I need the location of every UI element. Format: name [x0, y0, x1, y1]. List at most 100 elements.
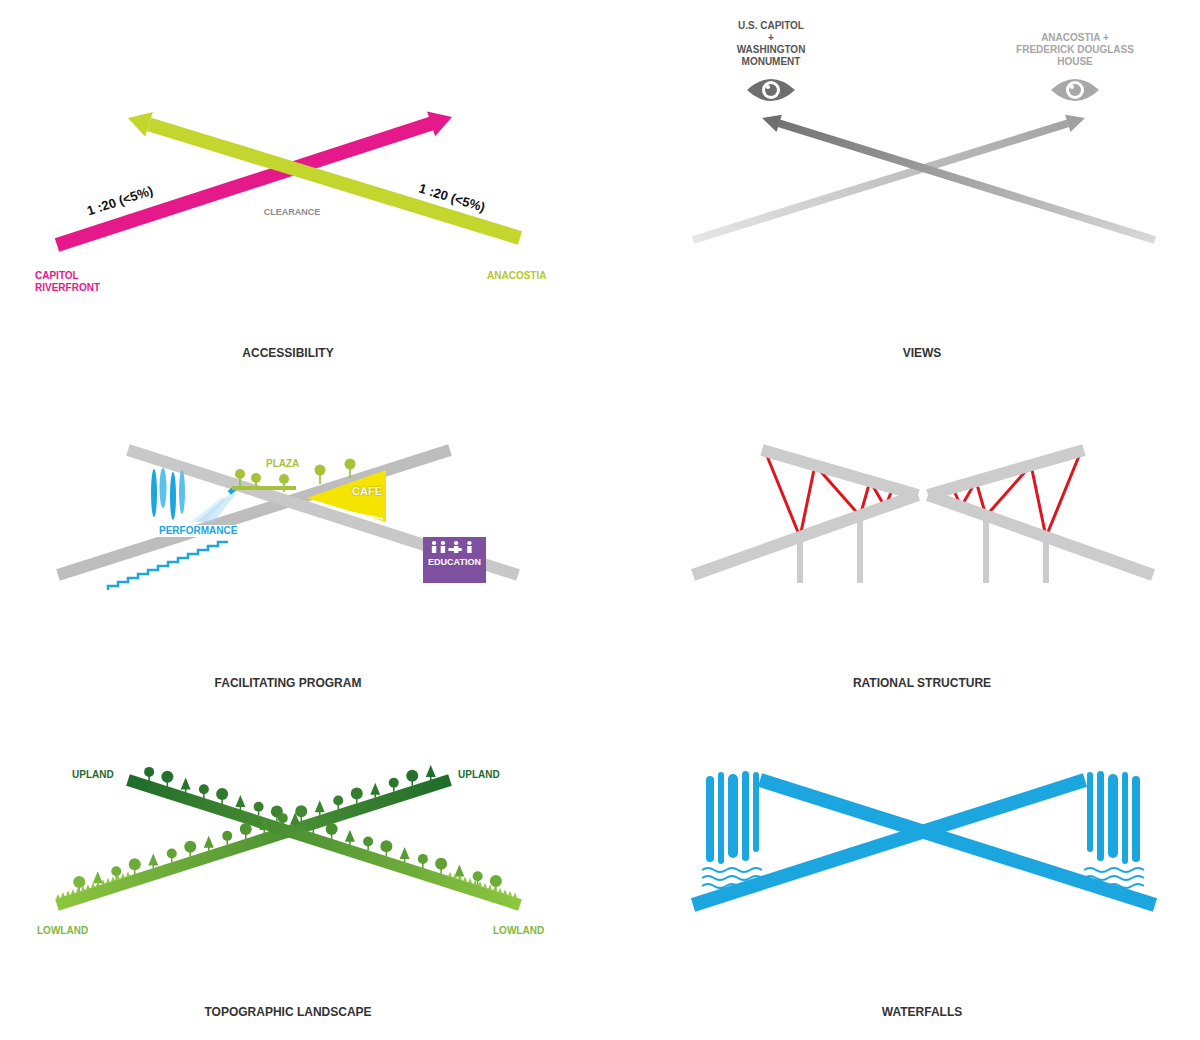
- tree: [148, 853, 158, 868]
- waterfall: [1087, 771, 1140, 864]
- light-beam: [179, 470, 185, 514]
- grass: [111, 876, 115, 881]
- cafe-floor: [335, 509, 383, 519]
- tree: [370, 783, 380, 798]
- tree: [473, 871, 483, 885]
- grass: [101, 879, 105, 884]
- cafe-zone: CAFE: [305, 466, 388, 524]
- tree: [199, 784, 209, 798]
- eye-icon: [747, 79, 795, 101]
- landscape-figure: [56, 765, 520, 905]
- elevation-label: LOWLAND: [493, 925, 544, 937]
- landscape-bar: [57, 780, 450, 905]
- panel-title: TOPOGRAPHIC LANDSCAPE: [204, 1005, 371, 1019]
- grass: [468, 878, 472, 883]
- clearance-label: CLEARANCE: [264, 207, 321, 218]
- tree: [216, 788, 228, 804]
- tree: [345, 459, 356, 470]
- light-cone: [190, 497, 226, 522]
- grass: [448, 872, 452, 877]
- arrowhead: [1065, 115, 1085, 132]
- tree: [308, 819, 318, 833]
- tree: [278, 813, 288, 827]
- plaza-trees: [232, 459, 356, 493]
- person-icon: [441, 546, 445, 553]
- tree: [326, 823, 338, 839]
- person-icon: [441, 541, 445, 545]
- tree: [167, 849, 177, 863]
- eye-shape: [1051, 79, 1099, 101]
- column: [857, 519, 863, 583]
- stage-lights: [151, 468, 237, 522]
- tree: [418, 854, 428, 868]
- cafe-shape: [307, 470, 386, 522]
- tree: [235, 795, 245, 810]
- grass: [81, 886, 85, 891]
- elevation-label: UPLAND: [458, 769, 500, 781]
- lower-chord: [928, 495, 1153, 575]
- endpoint-label: CAPITOL RIVERFRONT: [35, 270, 105, 294]
- tree: [204, 836, 214, 851]
- person-icon: [467, 541, 471, 545]
- tree: [254, 802, 264, 816]
- tree: [161, 771, 173, 787]
- tree: [129, 858, 141, 874]
- arrowhead: [128, 112, 153, 137]
- water-waves: [702, 868, 762, 888]
- education-box: EDUCATION: [423, 537, 486, 583]
- eye-glint: [766, 85, 770, 89]
- panel-title: VIEWS: [903, 346, 942, 360]
- grass: [66, 891, 70, 896]
- person-icon: [454, 541, 458, 545]
- tree: [251, 473, 261, 483]
- tree: [235, 469, 245, 479]
- upper-chord: [928, 450, 1084, 495]
- program-label: PLAZA: [266, 458, 299, 470]
- waterfall: [706, 771, 759, 864]
- landscape-bar: [128, 780, 520, 905]
- eye-shape: [747, 79, 795, 101]
- grass: [91, 883, 95, 888]
- grass: [488, 884, 492, 889]
- tree: [333, 795, 343, 809]
- arrowhead: [762, 115, 782, 132]
- tree: [184, 841, 196, 857]
- grass: [86, 884, 90, 889]
- grass: [508, 891, 512, 896]
- upper-chord: [762, 450, 918, 495]
- waterfall-figure: [693, 771, 1155, 905]
- column: [1043, 540, 1049, 583]
- tree: [351, 788, 363, 804]
- person-icon: [432, 546, 436, 553]
- grass: [116, 875, 120, 880]
- eye-pupil: [1069, 84, 1081, 96]
- eye-iris: [1066, 81, 1084, 99]
- grass: [56, 894, 60, 899]
- elevation-label: LOWLAND: [37, 925, 88, 937]
- view-bar: [693, 123, 1068, 240]
- grass: [503, 889, 507, 894]
- endpoint-label: ANACOSTIA: [487, 270, 546, 282]
- eye-icon: [1051, 79, 1099, 101]
- tree: [389, 778, 399, 792]
- light-beam: [160, 468, 167, 508]
- tree: [380, 840, 392, 856]
- grass: [513, 892, 517, 897]
- water-waves: [1084, 868, 1144, 888]
- view-target-label: U.S. CAPITOL + WASHINGTON MONUMENT: [734, 20, 808, 68]
- eye-iris: [762, 81, 780, 99]
- ramp-bar: [57, 123, 433, 245]
- grass: [453, 873, 457, 878]
- tree: [363, 837, 373, 851]
- panel-title: RATIONAL STRUCTURE: [853, 676, 991, 690]
- person-icon: [467, 546, 471, 553]
- grass: [126, 871, 130, 876]
- stairs: [108, 542, 228, 590]
- lower-chord: [693, 495, 918, 575]
- grass: [71, 889, 75, 894]
- grass: [463, 876, 467, 881]
- plaza-ground: [232, 486, 296, 490]
- bridge-bar: [58, 450, 450, 575]
